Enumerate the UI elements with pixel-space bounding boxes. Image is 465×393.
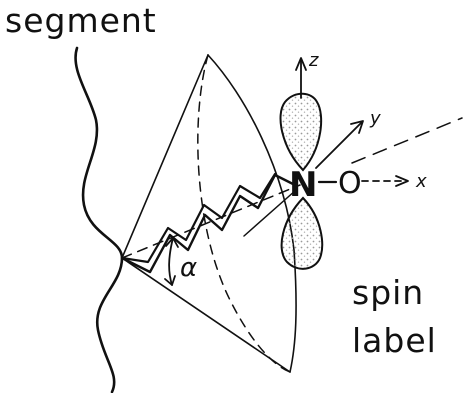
y-axis-arrowhead <box>350 120 364 134</box>
oxygen-atom-label: O <box>338 166 362 201</box>
axis-y-label: y <box>369 108 381 129</box>
cone-axis-dashed <box>121 184 301 259</box>
alpha-arrowhead-top <box>165 237 179 248</box>
cone-axis-extension <box>351 117 463 164</box>
orbital-lobe-lower <box>280 196 324 270</box>
tether-zigzag <box>120 173 297 274</box>
axis-x-label: x <box>415 171 427 192</box>
axis-z-label: z <box>308 50 319 71</box>
cone-lower-generator <box>121 257 291 373</box>
y-axis-line <box>315 121 363 169</box>
x-axis-arrowhead <box>395 175 409 187</box>
alpha-arrowhead-bottom <box>164 275 176 286</box>
label-word-label: label <box>352 321 437 360</box>
z-axis-arrowhead <box>295 57 307 71</box>
segment-backbone-curve <box>74 46 124 393</box>
cone-upper-generator <box>121 54 209 259</box>
angle-alpha-label: α <box>180 253 197 283</box>
spin-word-label: spin <box>352 273 424 312</box>
nitrogen-atom-label: N <box>289 165 317 205</box>
tether-zigzag-outline <box>120 172 277 264</box>
n-diagonal-line <box>243 189 297 237</box>
orbital-lobe-upper <box>279 92 323 172</box>
segment-label: segment <box>5 1 157 40</box>
cone-rim-back <box>197 54 291 373</box>
alpha-arc <box>168 237 174 286</box>
